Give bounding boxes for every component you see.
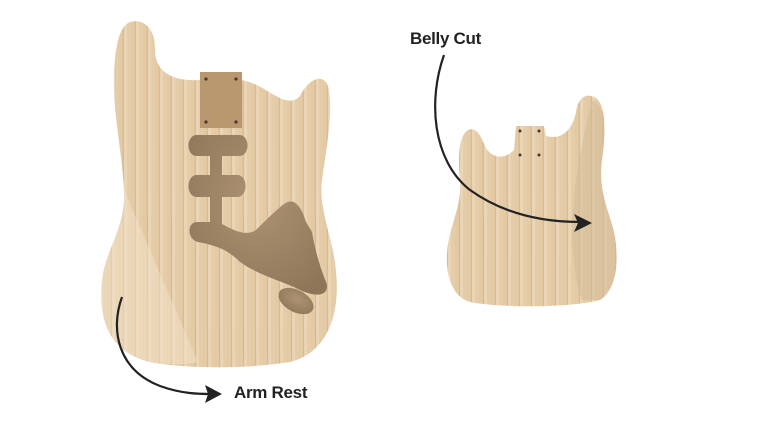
belly-cut-label: Belly Cut xyxy=(410,29,481,48)
pickup-cavity xyxy=(188,135,327,295)
belly-cut-arrow xyxy=(434,54,592,232)
arm-rest-label: Arm Rest xyxy=(234,383,308,402)
neck-pocket xyxy=(200,72,242,128)
jack-cavity xyxy=(278,287,314,315)
front-guitar-body xyxy=(101,21,337,368)
back-guitar-body xyxy=(446,95,617,307)
belly-cut-bevel xyxy=(572,100,617,300)
arm-rest-arrow xyxy=(115,296,222,403)
arm-rest-bevel xyxy=(101,190,198,365)
